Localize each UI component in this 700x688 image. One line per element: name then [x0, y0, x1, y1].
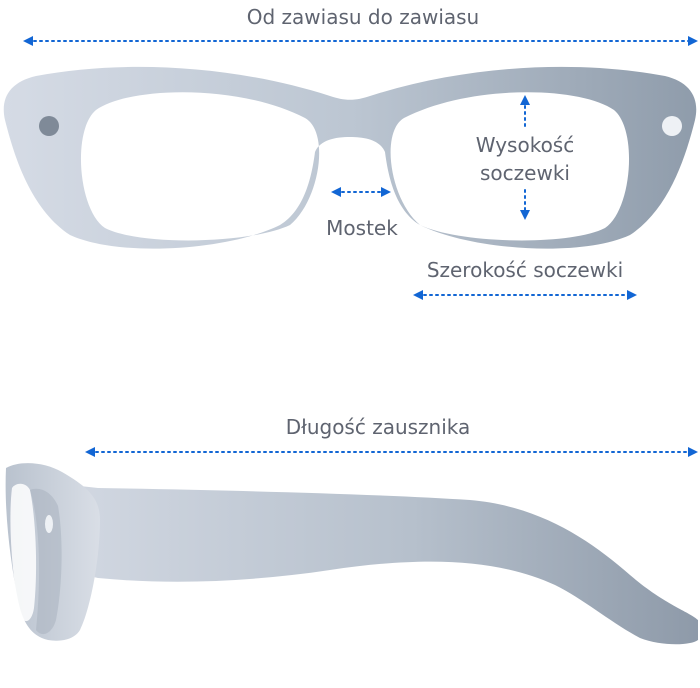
- temple-length-label: Długość zausznika: [286, 415, 471, 439]
- left-hinge-screw: [39, 116, 59, 136]
- lens-height-label-line1: Wysokość: [476, 133, 574, 157]
- lens-width-label: Szerokość soczewki: [427, 258, 623, 282]
- hinge-to-hinge-label: Od zawiasu do zawiasu: [247, 5, 479, 29]
- bridge-label: Mostek: [326, 216, 398, 240]
- right-hinge-screw: [662, 116, 682, 136]
- frame-front: [3, 66, 697, 249]
- temple-arm: [62, 484, 698, 645]
- front-view: Od zawiasu do zawiasu Wysokość soczewki …: [3, 5, 698, 300]
- frame-side-lens-edge: [10, 483, 37, 622]
- side-view: Długość zausznika: [5, 415, 698, 645]
- side-hinge-pin: [45, 515, 53, 533]
- lens-height-label-line2: soczewki: [480, 161, 570, 185]
- frame-side-shadow: [30, 488, 62, 635]
